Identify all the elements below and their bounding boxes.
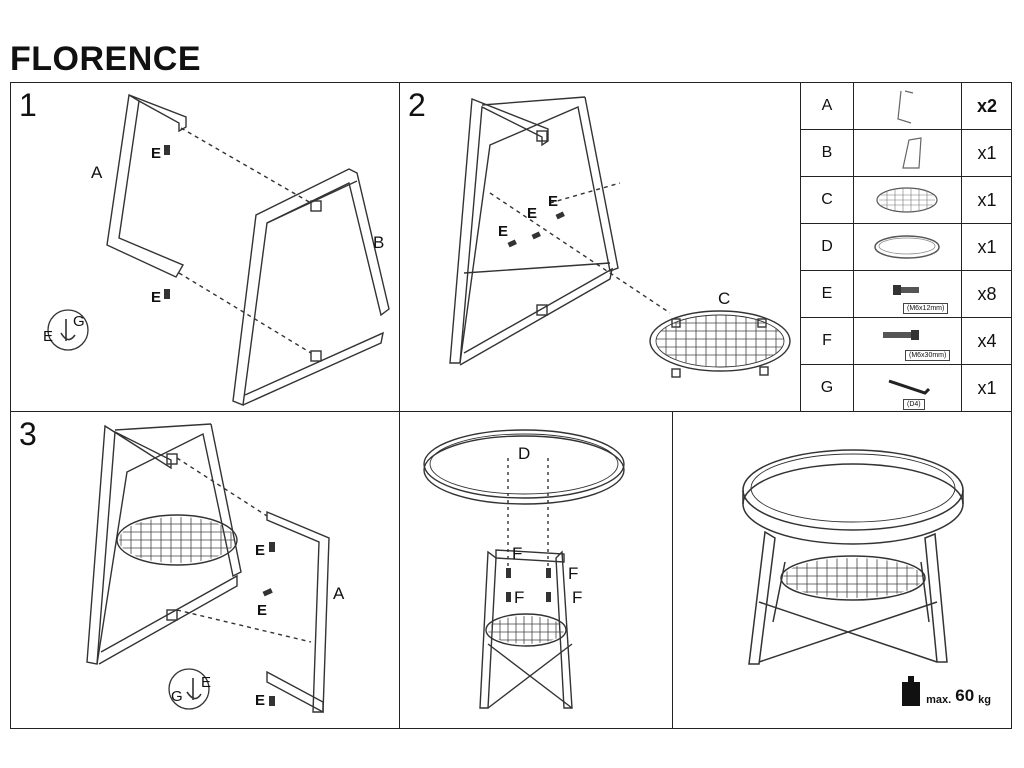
bolt-label-e1: E xyxy=(498,223,509,240)
part-qty: x2 xyxy=(976,95,998,116)
step-1-drawing xyxy=(47,94,390,406)
step-4-drawing xyxy=(423,429,625,709)
finished-table-drawing xyxy=(742,449,964,665)
bolt-label-e2: E xyxy=(257,602,268,619)
bolt-label-f4: F xyxy=(572,588,583,607)
bolt-e-icon xyxy=(262,542,275,706)
key-size-label: (D4) xyxy=(903,399,925,410)
step-3-number: 3 xyxy=(19,416,37,452)
round-tray-icon xyxy=(853,224,962,270)
part-qty: x1 xyxy=(977,377,997,398)
part-label-d: D xyxy=(518,444,531,463)
parts-row-a: A x2 xyxy=(801,83,1011,130)
bolt-e-icon xyxy=(164,145,170,299)
max-load-label: max. xyxy=(926,694,952,706)
step-5-panel: max. 60 kg xyxy=(672,411,1012,729)
parts-row-g: G (D4) x1 xyxy=(801,365,1011,411)
bolt-label-e2: E xyxy=(527,205,538,222)
bolt-label-e3: E xyxy=(255,692,266,709)
step-2-number: 2 xyxy=(408,87,426,123)
bolt-e-icon xyxy=(507,211,565,248)
step-2-drawing xyxy=(449,96,791,378)
part-label-b: B xyxy=(373,233,385,252)
document-title: FLORENCE xyxy=(10,40,201,78)
bolt-label-e1: E xyxy=(255,542,266,559)
parts-row-b: B x1 xyxy=(801,130,1011,177)
step-4-panel: D F F F F xyxy=(399,411,673,729)
part-letter: F xyxy=(801,318,854,364)
part-letter: E xyxy=(801,271,854,317)
parts-row-c: C x1 xyxy=(801,177,1011,224)
step-3-panel: 3 xyxy=(10,411,400,729)
tool-label-g: G xyxy=(73,313,85,330)
bolt-label-e-bottom: E xyxy=(151,289,162,306)
long-bolt-icon: (M6x30mm) xyxy=(853,318,962,364)
part-label-a: A xyxy=(91,163,103,182)
max-load-badge: max. 60 kg xyxy=(900,676,991,706)
step-3-drawing xyxy=(86,423,330,714)
part-qty: x4 xyxy=(977,330,997,351)
bolt-size-label: (M6x12mm) xyxy=(903,303,949,314)
part-letter: C xyxy=(801,177,854,223)
part-qty: x1 xyxy=(977,236,997,257)
part-letter: G xyxy=(801,365,854,411)
tool-label-g: G xyxy=(171,688,183,705)
parts-row-e: E (M6x12mm) x8 xyxy=(801,271,1011,318)
bolt-label-e3: E xyxy=(548,193,559,210)
tool-label-e: E xyxy=(43,328,54,345)
part-letter: D xyxy=(801,224,854,270)
mesh-shelf-icon xyxy=(853,177,962,223)
part-label-c: C xyxy=(718,289,731,308)
bolt-label-f1: F xyxy=(512,544,523,563)
max-load-value: 60 xyxy=(955,686,975,705)
bolt-f-icon xyxy=(506,568,551,602)
weight-icon xyxy=(902,676,921,706)
part-letter: B xyxy=(801,130,854,176)
part-qty: x8 xyxy=(977,283,997,304)
frame-a-icon xyxy=(853,83,962,129)
part-qty: x1 xyxy=(977,142,997,163)
part-qty: x1 xyxy=(977,189,997,210)
parts-row-f: F (M6x30mm) x4 xyxy=(801,318,1011,365)
short-bolt-icon: (M6x12mm) xyxy=(853,271,962,317)
bolt-label-e-top: E xyxy=(151,145,162,162)
allen-key-icon: (D4) xyxy=(853,365,962,411)
bolt-size-label: (M6x30mm) xyxy=(905,350,951,361)
step-1-panel: 1 A B E E E G xyxy=(10,82,400,412)
parts-list-table: A x2 B x1 C x1 D xyxy=(800,82,1012,412)
step-1-number: 1 xyxy=(19,87,37,123)
step-2-panel: 2 xyxy=(399,82,801,412)
bolt-label-f3: F xyxy=(514,588,525,607)
tool-label-e: E xyxy=(201,674,212,691)
part-label-a: A xyxy=(333,584,345,603)
bolt-label-f2: F xyxy=(568,564,579,583)
frame-b-icon xyxy=(853,130,962,176)
part-letter: A xyxy=(801,83,854,129)
parts-row-d: D x1 xyxy=(801,224,1011,271)
max-load-unit: kg xyxy=(978,694,991,706)
